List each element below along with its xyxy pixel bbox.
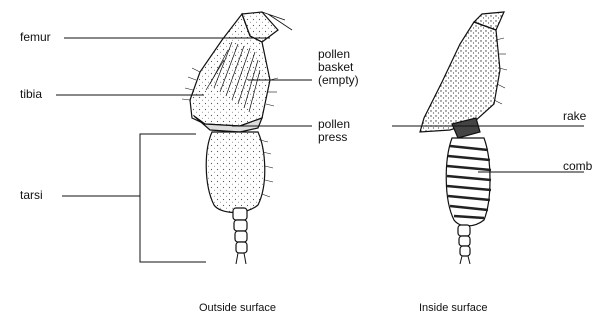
tarsi-bracket [140, 134, 206, 262]
label-pollen-basket: pollen basket (empty) [318, 48, 359, 87]
outside-leg-illustration [182, 12, 292, 264]
label-comb: comb [563, 160, 592, 173]
caption-inside-surface: Inside surface [419, 302, 487, 314]
label-tarsi: tarsi [20, 189, 43, 202]
outside-basitarsus-shape [206, 132, 265, 213]
label-tibia: tibia [20, 88, 42, 101]
label-femur: femur [20, 31, 51, 44]
inside-leg-illustration [420, 12, 507, 264]
inside-basitarsus-shape [446, 138, 490, 226]
caption-outside-surface: Outside surface [199, 302, 276, 314]
inside-tibia-shape [420, 22, 500, 132]
label-pollen-press: pollen press [318, 118, 350, 144]
label-rake: rake [563, 110, 586, 123]
